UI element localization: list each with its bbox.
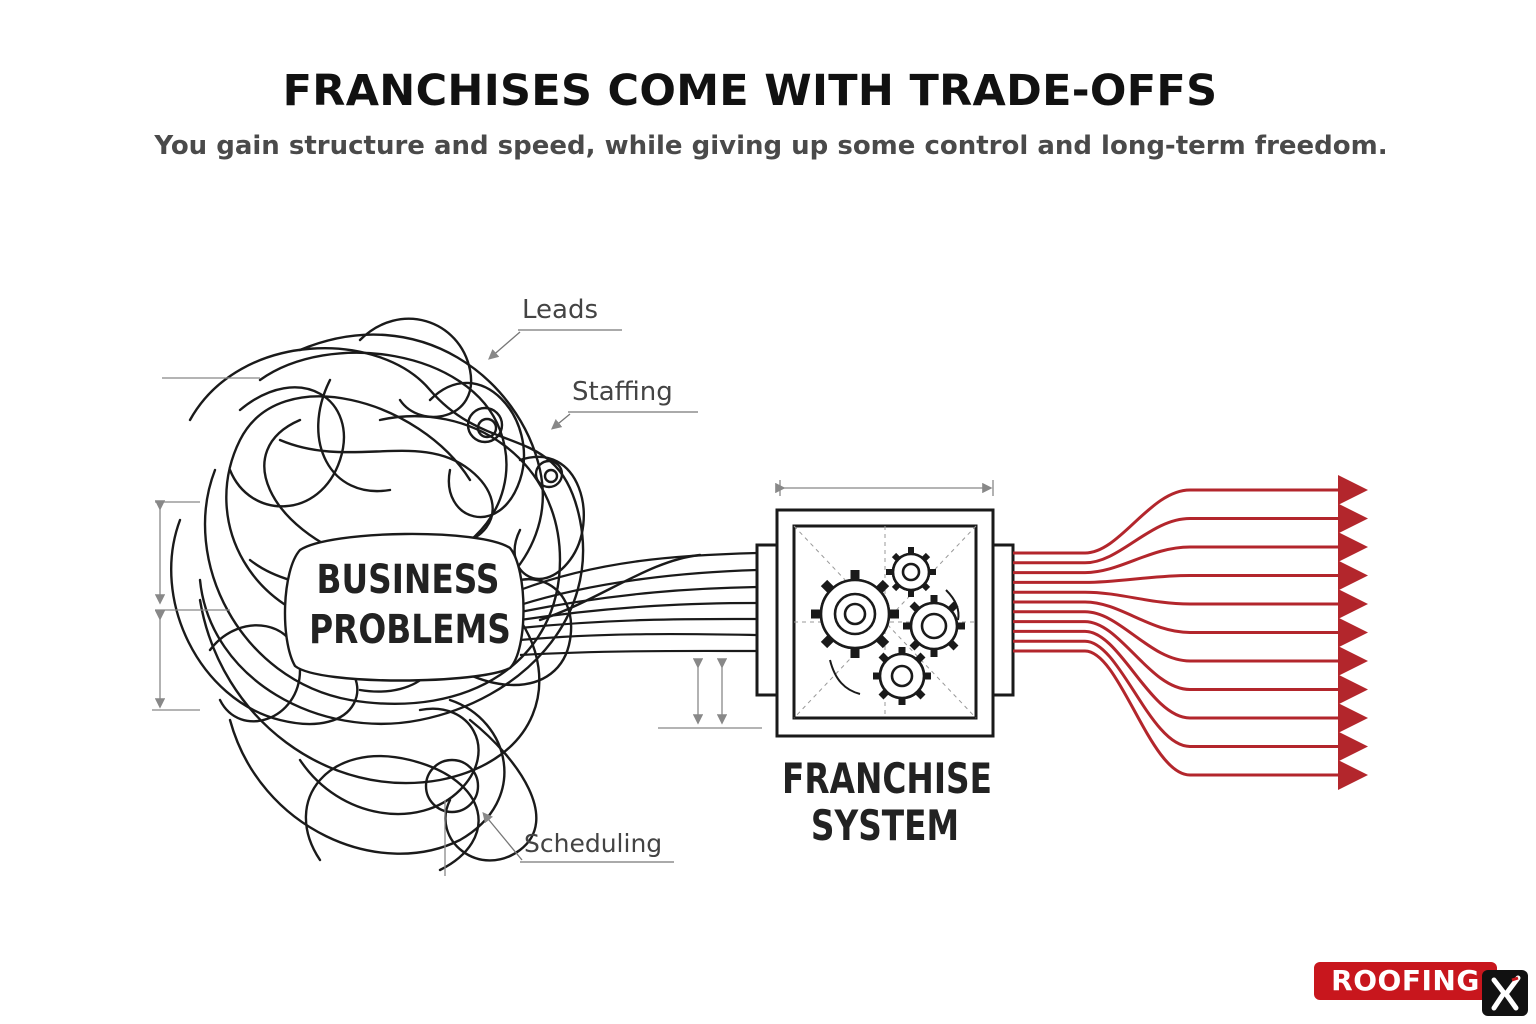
business-problems-label-line2: PROBLEMS [309, 606, 511, 653]
output-arrow [1013, 629, 1368, 733]
output-arrow [1013, 589, 1368, 619]
callout-leads: Leads [488, 295, 622, 360]
gear-icon [811, 547, 965, 705]
dimension-guides [152, 377, 994, 876]
page-subtitle: You gain structure and speed, while givi… [154, 131, 1388, 161]
business-problems-box: BUSINESS PROBLEMS [283, 532, 525, 682]
staffing-label: Staffing [572, 377, 673, 407]
scheduling-label: Scheduling [524, 829, 662, 858]
logo-x-icon [1482, 970, 1528, 1016]
output-arrow [1013, 620, 1368, 705]
franchise-system-label-line1: FRANCHISE [782, 754, 992, 803]
output-arrow [1013, 475, 1368, 555]
logo-text: ROOFING [1314, 962, 1497, 1000]
callout-scheduling: Scheduling [482, 811, 674, 863]
leads-label: Leads [522, 295, 598, 325]
input-wires [519, 551, 758, 657]
output-arrow [1013, 610, 1368, 676]
callout-staffing: Staffing [550, 377, 698, 430]
roofing-logo: ROOFING [1314, 962, 1528, 1016]
output-arrow [1013, 649, 1368, 790]
business-problems-label-line1: BUSINESS [316, 556, 499, 603]
page-title: FRANCHISES COME WITH TRADE-OFFS [282, 66, 1218, 116]
output-arrow [1013, 600, 1368, 648]
franchise-system-label-line2: SYSTEM [811, 801, 959, 850]
output-arrows [1013, 475, 1368, 790]
output-arrow [1013, 503, 1368, 565]
output-arrow [1013, 639, 1368, 762]
output-arrow [1013, 560, 1368, 591]
tangle-loops [424, 406, 564, 814]
output-arrow [1013, 532, 1368, 575]
